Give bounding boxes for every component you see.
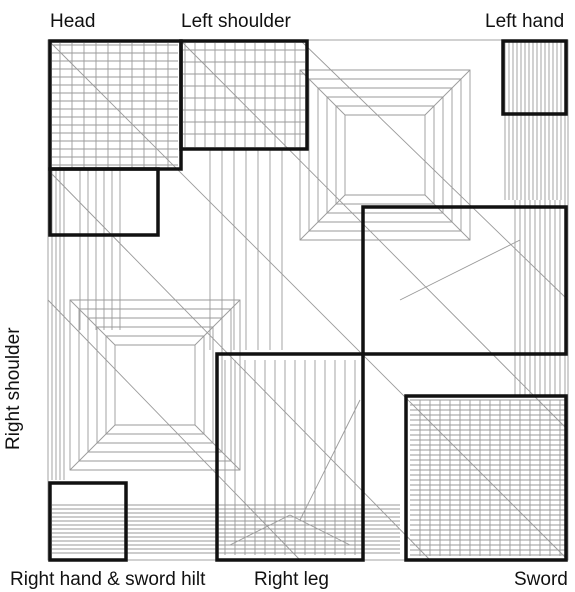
crease-line bbox=[290, 515, 350, 545]
label-right-leg: Right leg bbox=[254, 570, 329, 589]
left-shoulder-box bbox=[181, 41, 307, 149]
right-hand-sword-hilt-box bbox=[50, 483, 126, 560]
crease-line bbox=[180, 40, 568, 430]
crease-line bbox=[400, 240, 520, 300]
crease-polygon bbox=[345, 115, 425, 195]
label-head: Head bbox=[50, 12, 95, 31]
label-right-shoulder: Right shoulder bbox=[4, 327, 23, 450]
upper-right-box bbox=[363, 207, 566, 354]
label-sword: Sword bbox=[514, 570, 568, 589]
head-box bbox=[50, 41, 181, 169]
crease-line bbox=[300, 400, 360, 520]
crease-polygon bbox=[336, 106, 434, 204]
crease-line bbox=[70, 300, 115, 345]
crease-line bbox=[195, 300, 240, 345]
label-left-hand: Left hand bbox=[485, 12, 564, 31]
crease-polygon bbox=[106, 336, 204, 434]
label-right-hand-sword-hilt: Right hand & sword hilt bbox=[10, 570, 205, 589]
crease-line bbox=[425, 70, 470, 115]
crease-line bbox=[70, 425, 115, 470]
crease-polygon bbox=[115, 345, 195, 425]
label-left-shoulder: Left shoulder bbox=[181, 12, 291, 31]
crease-line bbox=[300, 195, 345, 240]
crease-line bbox=[425, 195, 470, 240]
